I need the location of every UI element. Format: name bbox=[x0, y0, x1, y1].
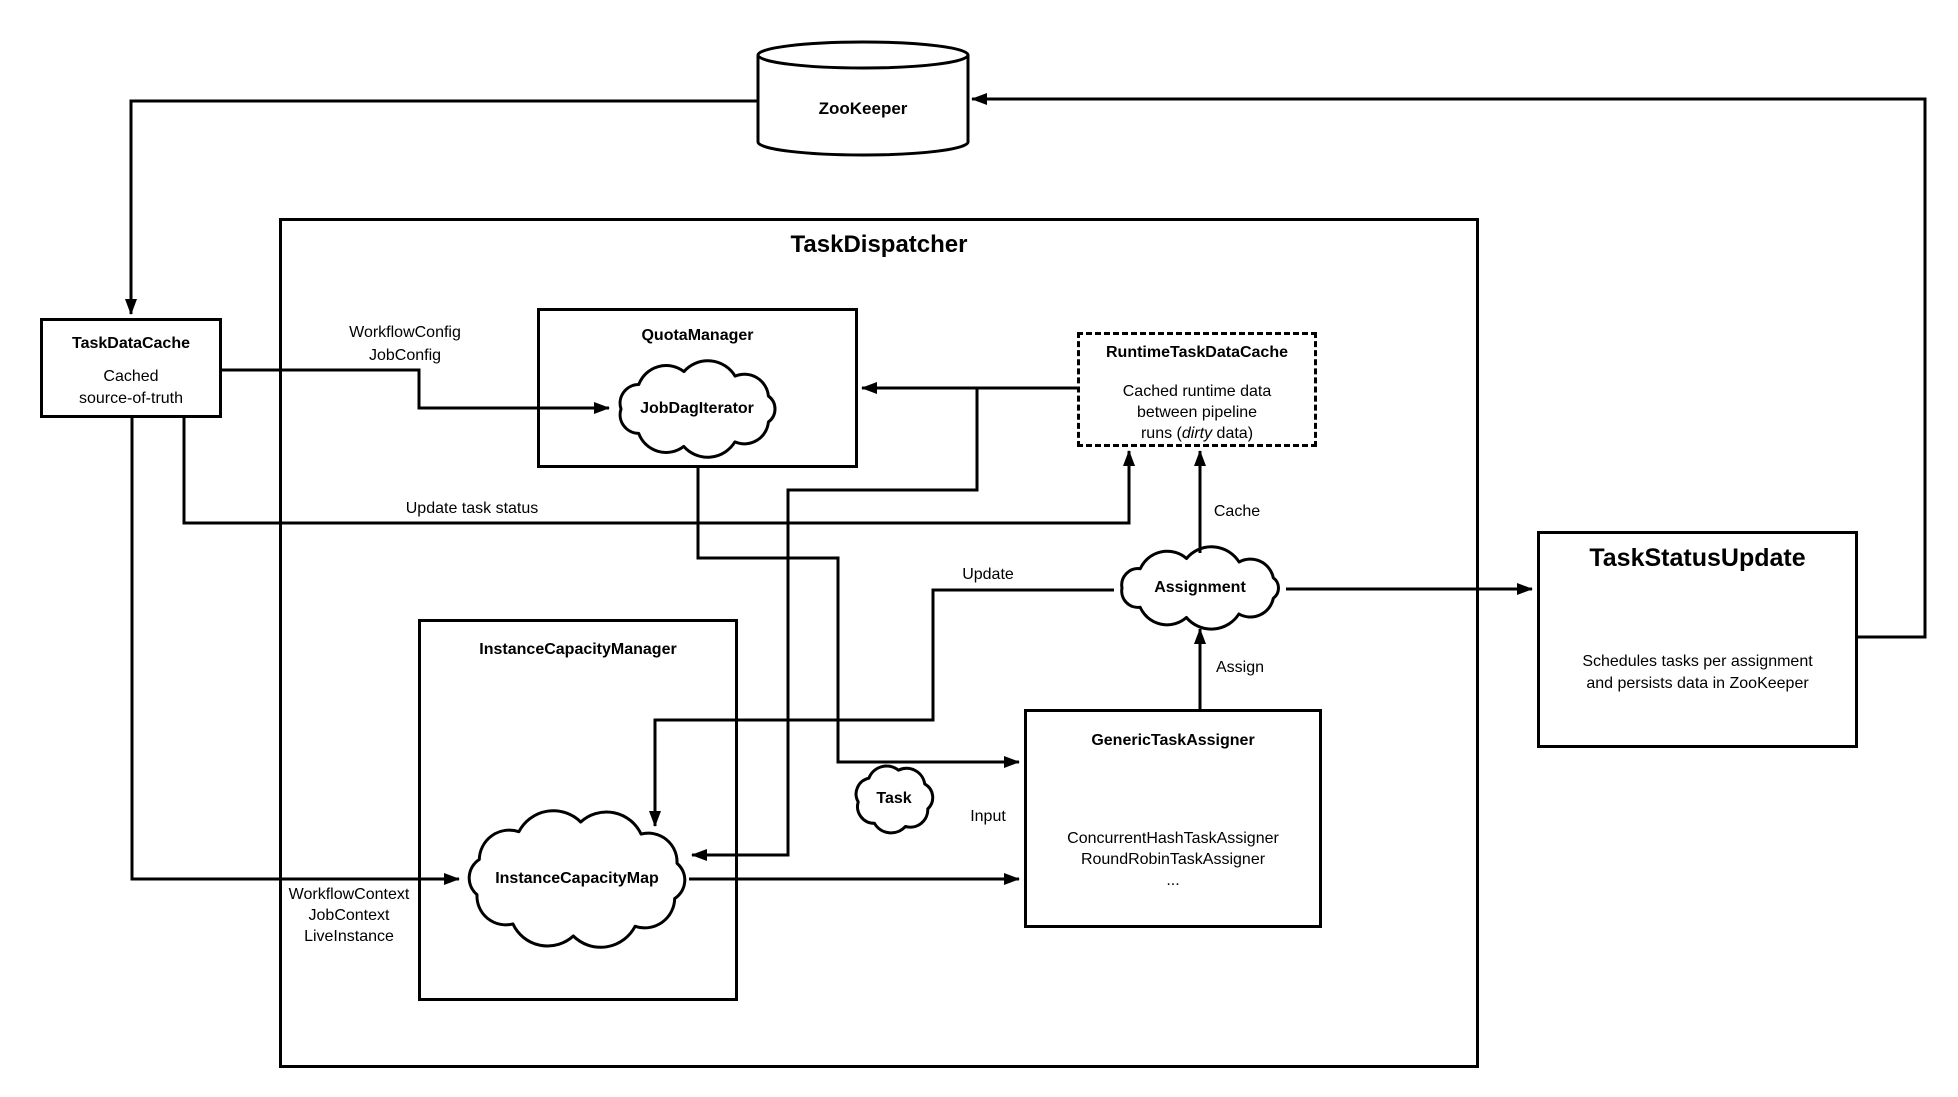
task-dispatcher-box: TaskDispatcher bbox=[279, 218, 1479, 1068]
workflow-config-edge-label: WorkflowConfig JobConfig bbox=[349, 324, 461, 364]
generic-task-assigner-body: ConcurrentHashTaskAssigner RoundRobinTas… bbox=[1067, 830, 1279, 889]
zookeeper-label: ZooKeeper bbox=[818, 99, 908, 118]
runtime-task-data-cache-title: RuntimeTaskDataCache bbox=[1106, 344, 1288, 361]
task-status-update-title: TaskStatusUpdate bbox=[1589, 544, 1806, 572]
task-cloud bbox=[854, 764, 935, 835]
assign-edge-label: Assign bbox=[1215, 659, 1265, 676]
job-dag-iterator-label: JobDagIterator bbox=[640, 400, 754, 417]
edge-workflowcontext-to-capacitymap bbox=[130, 418, 460, 885]
update-edge-label: Update bbox=[962, 566, 1014, 583]
task-label: Task bbox=[876, 790, 912, 807]
task-data-cache-box: TaskDataCache Cached source-of-truth bbox=[40, 318, 222, 418]
update-task-status-edge-label: Update task status bbox=[405, 500, 539, 517]
job-dag-iterator-cloud bbox=[618, 359, 777, 459]
edge-update-task-status bbox=[182, 418, 1135, 525]
assignment-cloud bbox=[1120, 545, 1280, 631]
instance-capacity-manager-box: InstanceCapacityManager bbox=[418, 619, 738, 1001]
task-data-cache-title: TaskDataCache bbox=[72, 335, 190, 352]
quota-manager-title: QuotaManager bbox=[641, 327, 754, 344]
runtime-task-data-cache-box: RuntimeTaskDataCache Cached runtime data… bbox=[1077, 332, 1317, 447]
edge-taskstatusupdate-to-zookeeper bbox=[971, 93, 1927, 639]
input-edge-label: Input bbox=[970, 808, 1006, 825]
instance-capacity-map-cloud bbox=[467, 809, 687, 949]
task-status-update-body: Schedules tasks per assignment and persi… bbox=[1582, 653, 1813, 692]
generic-task-assigner-box: GenericTaskAssigner ConcurrentHashTaskAs… bbox=[1024, 709, 1322, 928]
edge-update-assignment-to-capacitymap bbox=[649, 588, 1114, 827]
zookeeper-cylinder bbox=[756, 55, 970, 157]
cache-edge-label: Cache bbox=[1213, 503, 1261, 520]
generic-task-assigner-title: GenericTaskAssigner bbox=[1091, 732, 1255, 749]
instance-capacity-map-label: InstanceCapacityMap bbox=[495, 870, 659, 887]
workflow-context-edge-label: WorkflowContext JobContext LiveInstance bbox=[288, 886, 410, 945]
edge-runtimecache-to-capacitymap bbox=[691, 388, 979, 861]
edge-workflowconfig-to-jobdagiterator bbox=[222, 368, 610, 414]
assignment-label: Assignment bbox=[1154, 579, 1246, 596]
quota-manager-box: QuotaManager bbox=[537, 308, 858, 468]
instance-capacity-manager-title: InstanceCapacityManager bbox=[479, 641, 677, 658]
edge-zookeeper-to-taskdatacache bbox=[125, 99, 758, 315]
task-status-update-box: TaskStatusUpdate Schedules tasks per ass… bbox=[1537, 531, 1858, 748]
zookeeper-cylinder-top bbox=[756, 40, 970, 70]
edge-task-input-to-assigner bbox=[696, 468, 1020, 768]
runtime-task-data-cache-body: Cached runtime data between pipeline run… bbox=[1122, 383, 1272, 442]
task-dispatcher-title: TaskDispatcher bbox=[790, 231, 968, 258]
task-data-cache-body: Cached source-of-truth bbox=[78, 368, 184, 407]
